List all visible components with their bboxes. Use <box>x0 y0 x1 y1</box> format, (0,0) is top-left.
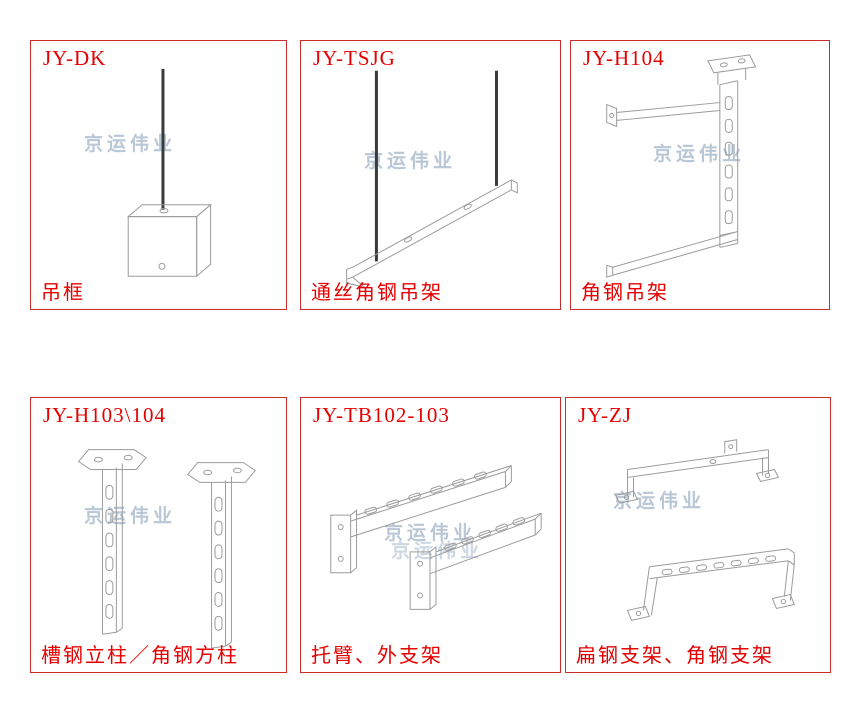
product-name: 吊框 <box>41 282 85 304</box>
bottom-angle-arm <box>606 231 739 278</box>
vertical-slotted-channel <box>719 80 739 237</box>
product-cell-jy-zj: JY-ZJ 京运伟业 <box>565 397 831 673</box>
channel-post-right <box>187 462 256 649</box>
threaded-rods <box>374 70 498 262</box>
channel-post-left <box>77 449 147 635</box>
product-cell-jy-h104: JY-H104 京运伟业 角钢吊架 <box>570 40 830 310</box>
product-name: 槽钢立柱／角钢方柱 <box>41 645 239 667</box>
watermark-text: 京运伟业 <box>84 133 177 155</box>
product-cell-jy-tsjg: JY-TSJG 京运伟业 通丝角钢吊架 <box>300 40 561 310</box>
top-arm <box>606 102 720 128</box>
flat-steel-brackets-drawing <box>614 439 795 621</box>
cantilever-arm-lower <box>409 512 542 610</box>
product-cell-jy-dk: JY-DK 京运伟业 吊框 <box>30 40 287 310</box>
product-cell-jy-tb102-103: JY-TB102-103 京运伟业 京运伟业 <box>300 397 561 673</box>
watermark-text: 京运伟业 <box>653 143 746 165</box>
angle-steel-bar <box>346 179 518 288</box>
top-clamp-plate <box>707 54 757 85</box>
frame-box <box>126 203 212 278</box>
product-cell-jy-h103-104: JY-H103\104 京运伟业 <box>30 397 287 673</box>
product-code: JY-DK <box>43 46 107 70</box>
angle-steel-bracket <box>626 548 795 621</box>
angle-steel-hanger-drawing <box>606 54 757 278</box>
watermark-text: 京运伟业 <box>613 490 706 512</box>
hanging-frame-drawing <box>126 68 212 278</box>
cantilever-arm-upper <box>330 465 512 574</box>
product-name: 托臂、外支架 <box>311 645 443 667</box>
product-code: JY-TSJG <box>313 46 396 70</box>
flat-steel-bracket <box>614 439 780 504</box>
product-name: 通丝角钢吊架 <box>311 282 443 304</box>
watermark-text: 京运伟业 <box>384 522 477 544</box>
threaded-rod-angle-hanger-drawing <box>346 70 518 288</box>
cantilever-arms-drawing <box>330 465 542 610</box>
watermark-text: 京运伟业 <box>364 150 457 172</box>
product-name: 角钢吊架 <box>581 282 669 304</box>
product-code: JY-H104 <box>583 46 665 70</box>
channel-posts-drawing <box>77 449 256 649</box>
product-code: JY-ZJ <box>578 403 633 427</box>
product-name: 扁钢支架、角钢支架 <box>576 645 774 667</box>
product-code: JY-TB102-103 <box>313 403 450 427</box>
watermark-text: 京运伟业 <box>391 540 484 562</box>
product-code: JY-H103\104 <box>43 403 167 427</box>
